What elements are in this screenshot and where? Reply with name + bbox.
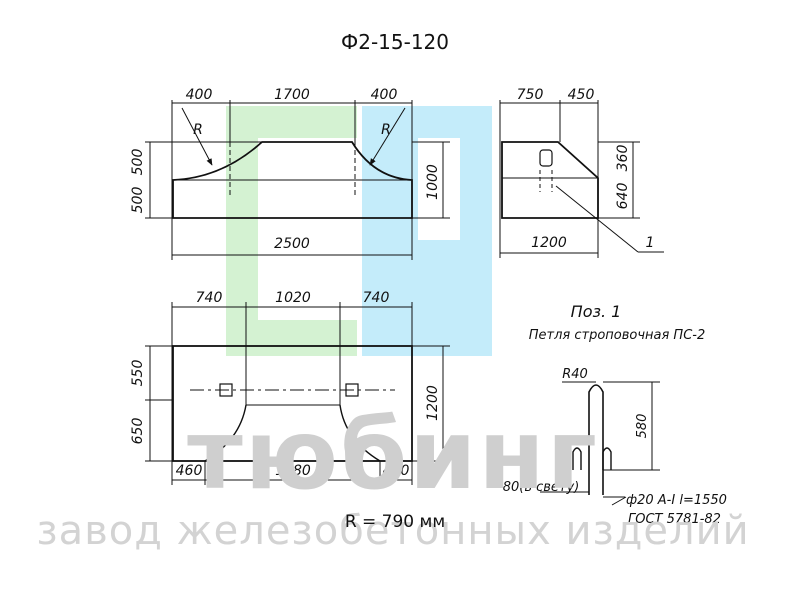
- loop-spec: ф20 A-I l=1550: [626, 493, 727, 508]
- loop-shape: [588, 384, 604, 495]
- loop-radius: R40: [562, 367, 588, 382]
- loop-detail: [540, 381, 660, 506]
- top-radius-mark-left: R: [193, 122, 203, 138]
- loop-clearance: 80(в свету): [503, 480, 580, 495]
- top-dim-left-lower: 500: [130, 187, 146, 214]
- top-dim-right-height: 1000: [425, 164, 441, 200]
- plan-view: [145, 302, 450, 485]
- loop-height: 580: [635, 414, 650, 439]
- loop-title: Поз. 1: [571, 302, 622, 321]
- logo-green-shape: [226, 106, 357, 356]
- plan-dim-bottom-right: 460: [383, 463, 410, 479]
- side-dim-right-lower: 640: [615, 183, 631, 210]
- plan-dim-bottom-left: 460: [176, 463, 203, 479]
- loop-subtitle: Петля строповочная ПС-2: [529, 328, 706, 343]
- top-radius-mark-right: R: [381, 122, 391, 138]
- plan-dim-top-middle: 1020: [275, 290, 311, 306]
- logo-blue-shape: [362, 106, 492, 356]
- plan-dim-left-upper: 550: [130, 360, 146, 387]
- logo-white-slot: [418, 138, 460, 240]
- plan-dim-right-height: 1200: [425, 385, 441, 421]
- top-view-outline: [172, 141, 413, 219]
- top-dim-middle: 1700: [274, 87, 310, 103]
- plan-dim-left-lower: 650: [130, 418, 146, 445]
- side-dim-top-left: 750: [517, 87, 544, 103]
- loop-gost: ГОСТ 5781-82: [628, 512, 721, 527]
- watermark-brand: тюбинг: [187, 399, 599, 511]
- side-view-outline: [501, 141, 599, 219]
- logo-watermark: [226, 106, 492, 356]
- top-dim-left-upper: 500: [130, 149, 146, 176]
- side-dim-top-right: 450: [568, 87, 595, 103]
- top-dim-left: 400: [186, 87, 213, 103]
- top-view: [145, 100, 450, 260]
- side-dim-right-upper: 360: [615, 145, 631, 172]
- plan-dim-top-left: 740: [196, 290, 223, 306]
- drawing-title: Ф2-15-120: [341, 30, 449, 54]
- radius-caption: R = 790 мм: [344, 512, 446, 532]
- top-dim-bottom: 2500: [274, 236, 310, 252]
- side-callout-number: 1: [646, 235, 655, 251]
- side-view: [499, 100, 664, 258]
- side-dim-bottom: 1200: [531, 235, 567, 251]
- top-dim-right: 400: [371, 87, 398, 103]
- plan-dim-top-right: 740: [363, 290, 390, 306]
- watermark-tagline: завод железобетонных изделий: [36, 508, 749, 554]
- plan-dim-bottom-middle: 1580: [275, 463, 311, 479]
